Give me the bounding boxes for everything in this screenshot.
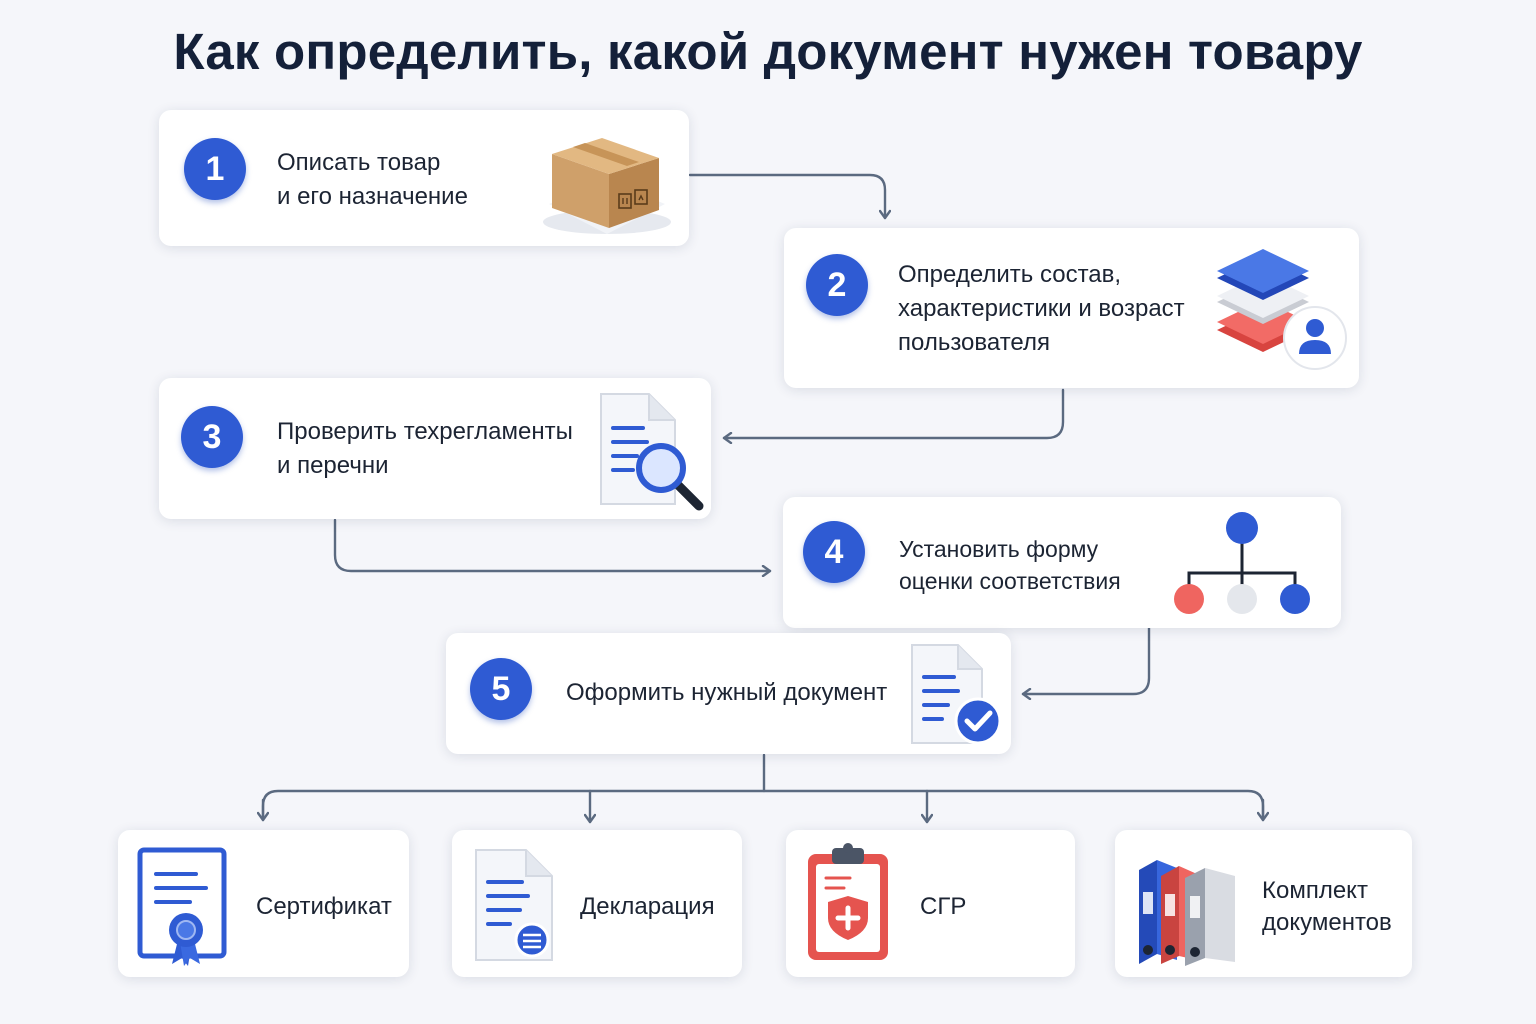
connector-branch [261,789,1265,822]
step-number: 3 [181,406,243,468]
package-icon [543,138,671,234]
step-card-5: 5 Оформить нужный документ [446,633,1011,754]
clipboard-medical-icon [808,843,888,960]
document-card-declaration: Декларация [452,830,742,977]
step-text: Определить состав,характеристики и возра… [898,261,1185,356]
declaration-icon [475,849,553,961]
hierarchy-icon [1174,512,1310,614]
document-check-icon [911,644,1002,745]
connector-1-2 [688,173,885,220]
document-search-icon [600,393,704,511]
document-card-sgr: СГР [786,830,1075,977]
page-title: Как определить, какой документ нужен тов… [173,23,1363,80]
step-text: Оформить нужный документ [566,679,888,706]
connector-3-4 [333,518,772,571]
connector-2-3 [722,388,1065,438]
document-card-certificate: Сертификат [118,830,409,977]
binders-icon [1139,860,1235,966]
step-number: 5 [470,658,532,720]
connector-4-5 [1021,626,1151,694]
certificate-icon [137,847,227,966]
layers-user-icon [1217,249,1347,370]
step-number: 1 [184,138,246,200]
document-label: Сертификат [256,893,392,920]
step-card-2: 2 Определить состав,характеристики и воз… [784,228,1359,388]
step-number: 4 [803,521,865,583]
document-label: Декларация [580,893,715,920]
document-label: СГР [920,893,967,920]
step-number: 2 [806,254,868,316]
